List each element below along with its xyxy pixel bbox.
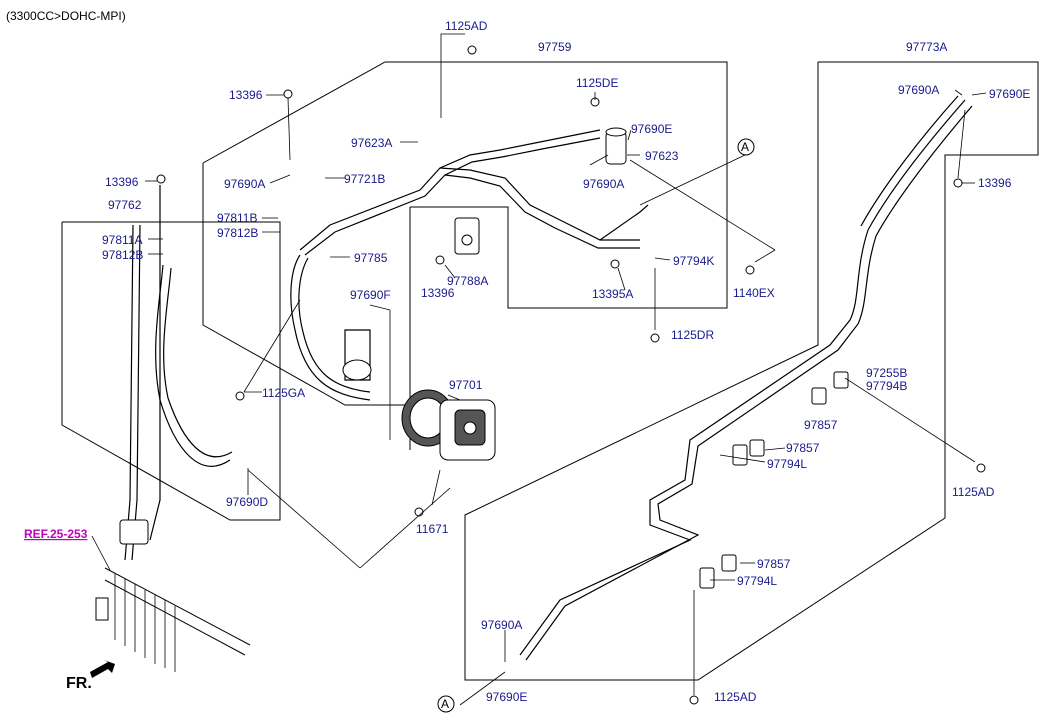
group-frame-97773a [464,61,1039,681]
label-97690e-mid: 97690E [631,122,672,136]
label-13396-a: 13396 [229,88,263,102]
group-frame-97762 [61,221,281,521]
label-97690f: 97690F [350,288,391,302]
muffler-hose [342,329,372,381]
label-97690e-b: 97690E [486,690,527,704]
clamp-97857-b [732,439,765,466]
part-labels: 1125AD 97759 97773A 13396 1125DE 97690A … [102,19,1030,704]
label-97773a: 97773A [906,40,947,54]
callout-a-bottom: A [441,697,449,711]
engine-header: (3300CC>DOHC-MPI) [6,9,126,23]
label-13395a: 13395A [592,287,633,301]
label-97623: 97623 [645,149,679,163]
label-13396-b: 13396 [105,175,139,189]
label-97812b-b: 97812B [102,248,143,262]
receiver-drier-97623 [605,127,627,165]
label-97794l-b: 97794L [737,574,777,588]
label-1140ex: 1140EX [733,286,775,300]
front-label: FR. [66,675,92,692]
label-13396-r: 13396 [978,176,1012,190]
label-97690a-l: 97690A [224,177,265,191]
liquid-line-97773a [519,95,973,661]
clamp-97857-a [811,371,849,405]
front-arrow-icon [90,660,115,678]
clamp-97857-c [699,554,737,589]
label-1125ad-r: 1125AD [952,485,995,499]
label-97811b-a: 97811B [217,211,257,225]
leader-lines [91,89,987,706]
label-1125dr: 1125DR [671,328,714,342]
label-97857-b: 97857 [786,441,820,455]
label-97794b: 97794B [866,379,907,393]
label-97812b-a: 97812B [217,226,258,240]
callout-a-top-circle [737,138,755,156]
label-97690a-mid: 97690A [583,177,624,191]
label-97759: 97759 [538,40,572,54]
label-97255b: 97255B [866,366,907,380]
label-97690a-b: 97690A [481,618,522,632]
label-97690a-tr: 97690A [898,83,939,97]
discharge-hose [290,129,649,401]
label-97721b: 97721B [344,172,385,186]
label-97623a: 97623A [351,136,392,150]
label-97690d: 97690D [226,495,268,509]
compressor [401,389,496,461]
label-97788a: 97788A [447,274,488,288]
label-97701: 97701 [449,378,483,392]
group-frame-97759 [202,33,728,406]
condenser [95,519,251,672]
label-97857-c: 97857 [757,557,791,571]
bracket-97788a [454,217,480,255]
label-1125de: 1125DE [576,76,618,90]
label-11671: 11671 [416,522,449,536]
label-1125ad-top: 1125AD [445,19,488,33]
front-direction: FR. [66,660,115,692]
label-13396-c: 13396 [421,286,455,300]
bolts [156,45,986,705]
label-1125ad-b: 1125AD [714,690,757,704]
callout-a-top: A [741,140,749,154]
label-97794l-a: 97794L [767,457,807,471]
label-97762: 97762 [108,198,142,212]
label-97857-a: 97857 [804,418,838,432]
reference-link[interactable]: REF.25-253 [24,527,88,541]
label-97690e-tr: 97690E [989,87,1030,101]
label-1125ga: 1125GA [262,386,305,400]
label-97785: 97785 [354,251,388,265]
callout-a-bottom-circle [437,695,455,713]
label-97794k: 97794K [673,254,714,268]
label-97811a: 97811A [102,233,142,247]
